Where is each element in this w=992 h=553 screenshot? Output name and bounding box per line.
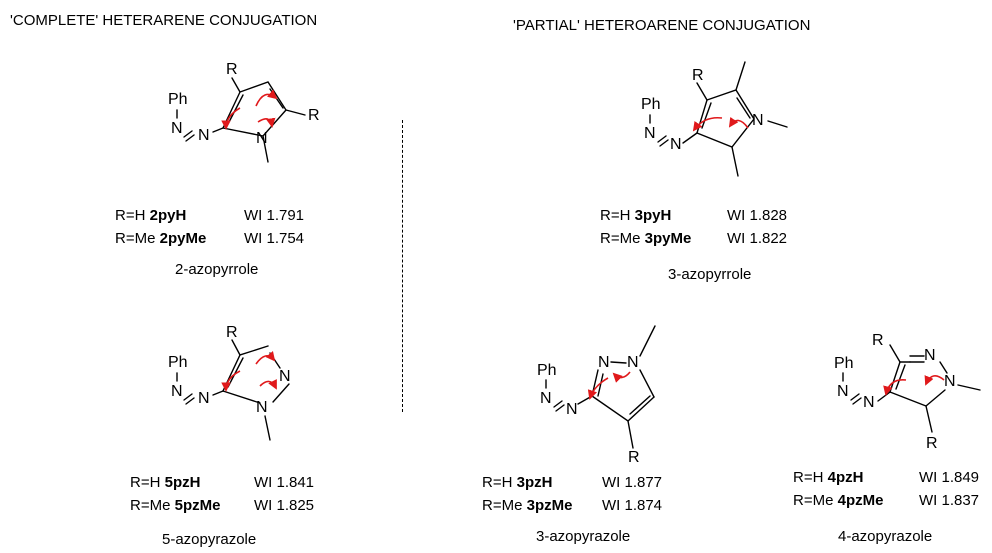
n-label-3py-2: N [670,136,682,153]
structure-3-azopyrazole [545,325,656,449]
compound-3pyMe-label: R=Me 3pyMe [600,230,692,247]
dashed-divider [402,120,403,412]
structure-3-azopyrrole [649,61,788,177]
compound-3pzMe-label: R=Me 3pzMe [482,497,573,514]
header-partial-conjugation: 'PARTIAL' HETEROARENE CONJUGATION [513,17,811,34]
n-label-5pz-2: N [198,390,210,407]
n-label-4pz-1: N [837,383,849,400]
compound-5pzMe-wi: WI 1.825 [254,497,315,514]
structure-5-azopyrazole [176,339,290,441]
r-label-2py-top: R [226,61,238,78]
caption-3-azopyrazole: 3-azopyrazole [536,528,631,545]
n-label-5pz-ring1: N [279,368,291,385]
n-label-3pz-ring2: N [627,354,639,371]
n-label-2py-1: N [171,120,183,137]
compound-3pyMe-wi: WI 1.822 [727,230,788,247]
caption-3-azopyrrole: 3-azopyrrole [668,266,752,283]
n-label-3pz-ring1: N [598,354,610,371]
n-label-3py-ring: N [752,112,764,129]
compound-4pzH-wi: WI 1.849 [919,469,980,486]
n-label-3pz-1: N [540,390,552,407]
structure-2-azopyrrole [176,77,306,163]
caption-2-azopyrrole: 2-azopyrrole [175,261,259,278]
header-complete-conjugation: 'COMPLETE' HETERARENE CONJUGATION [10,12,318,29]
compound-2pyMe-wi: WI 1.754 [244,230,305,247]
compound-3pyH-label: R=H 3pyH [600,207,672,224]
compound-2pyH-label: R=H 2pyH [115,207,187,224]
compound-4pzMe-label: R=Me 4pzMe [793,492,884,509]
n-label-5pz-1: N [171,383,183,400]
ph-label-5pz: Ph [168,354,188,371]
ph-label-2py: Ph [168,91,188,108]
compound-2pyMe-label: R=Me 2pyMe [115,230,207,247]
ph-label-3py: Ph [641,96,661,113]
compound-2pyH-wi: WI 1.791 [244,207,305,224]
caption-5-azopyrazole: 5-azopyrazole [162,531,257,548]
compound-3pzH-label: R=H 3pzH [482,474,553,491]
n-label-2py-ring: N [256,130,268,147]
r-label-5pz: R [226,324,238,341]
n-label-4pz-ring1: N [924,347,936,364]
compound-3pyH-wi: WI 1.828 [727,207,788,224]
n-label-4pz-2: N [863,394,875,411]
r-label-4pz-bottom: R [926,435,938,452]
caption-4-azopyrazole: 4-azopyrazole [838,528,933,545]
compound-3pzMe-wi: WI 1.874 [602,497,663,514]
r-label-3pz: R [628,449,640,466]
r-label-4pz-top: R [872,332,884,349]
compound-5pzH-label: R=H 5pzH [130,474,201,491]
n-label-2py-2: N [198,127,210,144]
compound-3pzH-wi: WI 1.877 [602,474,663,491]
compound-4pzMe-wi: WI 1.837 [919,492,980,509]
n-label-5pz-ring2: N [256,399,268,416]
conjugation-arrows [221,89,945,400]
n-label-4pz-ring2: N [944,373,956,390]
r-label-3py: R [692,67,704,84]
compound-5pzH-wi: WI 1.841 [254,474,315,491]
compound-4pzH-label: R=H 4pzH [793,469,864,486]
ph-label-4pz: Ph [834,355,854,372]
structure-4-azopyrazole [842,344,981,433]
n-label-3py-1: N [644,125,656,142]
ph-label-3pz: Ph [537,362,557,379]
compound-5pzMe-label: R=Me 5pzMe [130,497,221,514]
r-label-2py-right: R [308,107,320,124]
n-label-3pz-2: N [566,401,578,418]
